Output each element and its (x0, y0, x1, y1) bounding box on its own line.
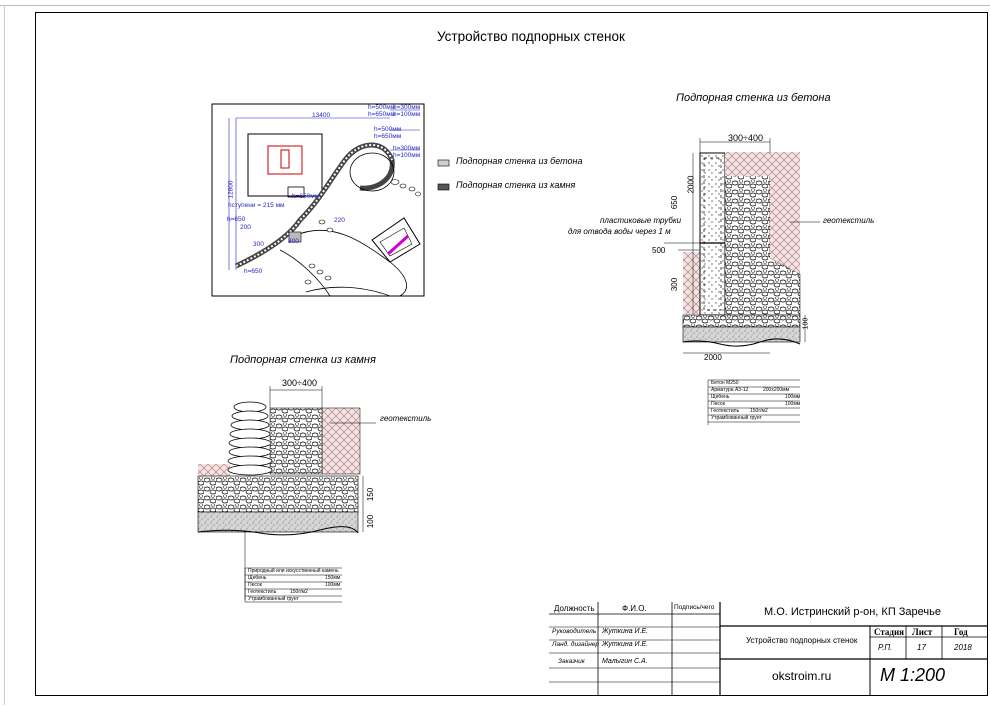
plan-h-10: h=650 (227, 216, 246, 223)
plan-h-1: h=500мм (368, 104, 396, 111)
concrete-pipes-label-2: для отвода воды через 1 м (568, 227, 671, 236)
site-plan (211, 103, 425, 297)
concrete-dim-top: 300÷400 (728, 133, 763, 143)
concrete-wall-section (664, 138, 820, 425)
plan-h-8: h=100мм (393, 152, 421, 159)
concrete-dim-right: 100 (802, 317, 810, 330)
concrete-dim-2000-v: 2000 (686, 175, 696, 194)
legend-stone-label: Подпорная стенка из камня (456, 180, 576, 190)
plan-d200: 200 (240, 224, 251, 231)
plan-h-7: h=300мм (393, 145, 421, 152)
stone-spec-5: Утрамбованный грунт (248, 596, 299, 602)
concrete-geotextile-label: геотекстиль (823, 216, 875, 225)
tb-sheet-number: 17 (917, 643, 926, 652)
stone-spec-4-val: 150г/м2 (290, 589, 308, 595)
window-left-edge (4, 5, 5, 705)
concrete-section-title: Подпорная стенка из бетона (676, 92, 831, 104)
tb-header-sheet: Лист (912, 627, 933, 637)
tb-header-year: Год (954, 627, 968, 637)
plan-d800: 800 (288, 238, 299, 245)
tb-site: okstroim.ru (772, 669, 832, 683)
stone-spec-3: Песок (248, 582, 262, 588)
plan-d300: 300 (253, 241, 264, 248)
plan-dim-left: 12800 (227, 180, 235, 199)
tb-stage: Р.П. (878, 643, 893, 652)
stone-geotextile-label: геотекстиль (380, 414, 432, 423)
plan-h-5: h=500мм (374, 126, 402, 133)
stone-spec-2: Щебень (248, 575, 267, 581)
stone-dim-100: 100 (366, 514, 376, 529)
legend-concrete-swatch (437, 159, 450, 167)
tb-row2-name: Жуткина И.Е. (602, 641, 649, 648)
tb-row3-name: Малыгин С.А. (602, 658, 648, 665)
plan-dim-top: 13400 (312, 112, 331, 119)
tb-year: 2018 (954, 643, 972, 652)
tb-project: М.О. Истринский р-он, КП Заречье (764, 606, 941, 618)
concrete-dim-300: 300 (670, 277, 680, 292)
sheet-title: Устройство подпорных стенок (437, 29, 625, 44)
stone-spec-3-val: 100мм (325, 582, 341, 588)
tb-header-name: Ф.И.О. (622, 604, 647, 613)
concrete-spec-5: Геотекстиль (711, 408, 740, 414)
tb-row2-position: Ланд. дизайнер (552, 641, 600, 648)
concrete-pipes-label-1: пластиковые трубки (600, 216, 682, 225)
stone-spec-1: Природный или искусственный камень (248, 568, 339, 574)
stone-dim-150: 150 (366, 487, 376, 502)
tb-row3-position: Заказчик (558, 658, 585, 665)
concrete-spec-4-val: 100мм (785, 401, 801, 407)
concrete-dim-2000-h: 2000 (704, 353, 722, 362)
concrete-spec-4: Песок (711, 401, 725, 407)
plan-h-2: h=300мм (393, 104, 421, 111)
concrete-spec-5-val: 150г/м2 (750, 408, 768, 414)
tb-drawing-name: Устройство подпорных стенок (746, 636, 858, 645)
plan-d650: h=650 (244, 268, 263, 275)
sheet-frame (35, 12, 988, 696)
plan-h-9: h=650мм (292, 193, 320, 200)
stone-section-title: Подпорная стенка из камня (230, 354, 376, 366)
stone-spec-2-val: 150мм (325, 575, 341, 581)
tb-header-stage: Стадия (874, 627, 905, 637)
stone-spec-4: Геотекстиль (248, 589, 277, 595)
tb-scale: М 1:200 (880, 665, 946, 685)
tb-header-position: Должность (554, 604, 595, 613)
concrete-dim-500: 500 (652, 246, 666, 255)
plan-steps: hступени = 215 мм (228, 202, 285, 209)
tb-row1-name: Жуткина И.Е. (602, 628, 649, 635)
tb-row1-position: Руководитель (552, 628, 597, 635)
concrete-spec-6: Утрамбованный грунт (711, 415, 762, 421)
legend-concrete-label: Подпорная стенка из бетона (456, 156, 583, 166)
stone-dim-top: 300÷400 (282, 378, 317, 388)
plan-h-4: h=100мм (393, 111, 421, 118)
concrete-dim-650: 650 (670, 195, 680, 210)
plan-h-3: h=650мм (368, 111, 396, 118)
plan-h-6: h=650мм (374, 133, 402, 140)
concrete-spec-3-val: 100мм (785, 394, 801, 400)
concrete-spec-1: Бетон М250 (711, 380, 739, 386)
window-top-strip (0, 0, 990, 6)
title-block-grid (549, 602, 987, 696)
concrete-spec-2: Арматура А3-12 (711, 387, 749, 393)
tb-header-sign: Подпись/чего (674, 604, 715, 611)
legend-stone-swatch (437, 183, 450, 191)
concrete-spec-3: Щебень (711, 394, 730, 400)
plan-d220: 220 (334, 217, 345, 224)
stone-wall-section (197, 386, 376, 603)
concrete-spec-2-val: 200х200мм (763, 387, 790, 393)
